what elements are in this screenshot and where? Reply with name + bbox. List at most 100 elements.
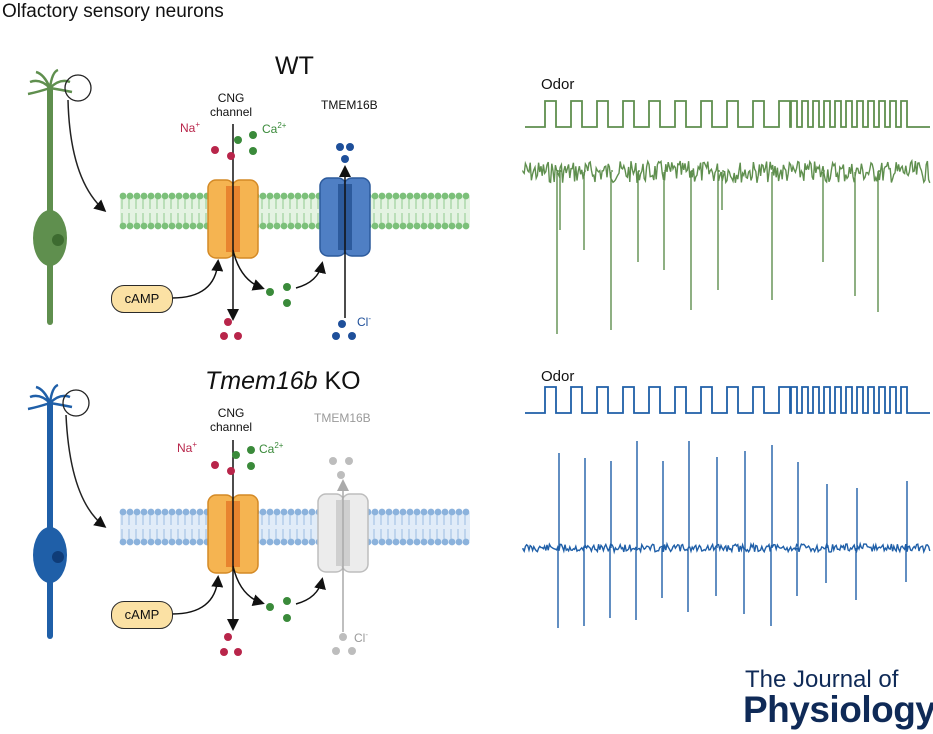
lipid-head <box>189 192 197 200</box>
lipid-head <box>462 538 470 546</box>
lipid-head <box>441 222 449 230</box>
ko-neuron <box>27 383 107 639</box>
lipid-head <box>378 508 386 516</box>
lipid-head <box>448 538 456 546</box>
lipid-head <box>420 192 428 200</box>
lipid-head <box>427 508 435 516</box>
lipid-head <box>126 192 134 200</box>
lipid-head <box>259 192 267 200</box>
lipid-head <box>287 222 295 230</box>
lipid-head <box>455 538 463 546</box>
lipid-head <box>406 222 414 230</box>
lipid-head <box>413 222 421 230</box>
lipid-head <box>273 508 281 516</box>
lipid-head <box>462 192 470 200</box>
wt-neuron <box>27 68 107 325</box>
wt-odor-label: Odor <box>541 76 575 93</box>
ko-title-gene: Tmem16b <box>205 367 318 395</box>
lipid-head <box>161 222 169 230</box>
lipid-head <box>119 192 127 200</box>
lipid-head <box>175 538 183 546</box>
lipid-head <box>371 508 379 516</box>
lipid-head <box>161 538 169 546</box>
lipid-head <box>413 508 421 516</box>
lipid-head <box>280 192 288 200</box>
lipid-head <box>420 538 428 546</box>
lipid-head <box>266 538 274 546</box>
lipid-head <box>385 508 393 516</box>
lipid-head <box>406 192 414 200</box>
ko-tmem16b-channel <box>317 479 369 632</box>
lipid-head <box>294 538 302 546</box>
lipid-head <box>280 508 288 516</box>
lipid-head <box>294 508 302 516</box>
lipid-head <box>385 192 393 200</box>
ko-cng-label-line1: CNG <box>217 406 245 420</box>
lipid-head <box>287 508 295 516</box>
lipid-head <box>266 192 274 200</box>
lipid-head <box>448 192 456 200</box>
lipid-head <box>133 192 141 200</box>
lipid-head <box>441 508 449 516</box>
lipid-head <box>406 538 414 546</box>
lipid-head <box>280 538 288 546</box>
ko-cl-label: Cl- <box>354 630 369 645</box>
lipid-head <box>182 508 190 516</box>
lipid-head <box>119 508 127 516</box>
lipid-head <box>455 192 463 200</box>
ko-camp-pill: cAMP <box>111 601 173 629</box>
ko-cng-label-line2: channel <box>210 420 253 434</box>
journal-logo-line1: The Journal of <box>745 666 899 693</box>
wt-cng-label-line1: CNG <box>217 91 245 105</box>
lipid-head <box>147 222 155 230</box>
ko-odor-trace <box>525 386 930 414</box>
lipid-head <box>154 222 162 230</box>
lipid-head <box>294 222 302 230</box>
lipid-head <box>301 538 309 546</box>
lipid-head <box>147 538 155 546</box>
lipid-head <box>147 508 155 516</box>
lipid-head <box>441 538 449 546</box>
lipid-head <box>399 222 407 230</box>
lipid-head <box>301 508 309 516</box>
lipid-head <box>126 508 134 516</box>
lipid-head <box>147 192 155 200</box>
lipid-head <box>406 508 414 516</box>
lipid-head <box>287 192 295 200</box>
ko-recording-trace <box>522 441 931 628</box>
lipid-head <box>385 538 393 546</box>
lipid-head <box>434 538 442 546</box>
lipid-head <box>301 222 309 230</box>
wt-ions <box>211 131 356 340</box>
lipid-head <box>287 538 295 546</box>
lipid-head <box>154 508 162 516</box>
lipid-head <box>378 222 386 230</box>
lipid-head <box>126 222 134 230</box>
lipid-head <box>441 192 449 200</box>
wt-tmem-label: TMEM16B <box>321 98 378 112</box>
page-title: Olfactory sensory neurons <box>2 1 224 22</box>
lipid-head <box>182 192 190 200</box>
lipid-head <box>413 538 421 546</box>
lipid-head <box>140 222 148 230</box>
lipid-head <box>462 508 470 516</box>
wt-cl-label: Cl- <box>357 314 372 329</box>
lipid-head <box>308 222 316 230</box>
lipid-head <box>119 222 127 230</box>
lipid-head <box>273 538 281 546</box>
wt-recording-trace <box>522 158 931 334</box>
lipid-head <box>308 508 316 516</box>
lipid-head <box>154 538 162 546</box>
ko-na-label: Na+ <box>177 440 198 455</box>
lipid-head <box>392 508 400 516</box>
wt-tmem16b-channel <box>319 165 371 318</box>
lipid-head <box>175 222 183 230</box>
lipid-head <box>294 192 302 200</box>
lipid-head <box>133 508 141 516</box>
ko-tmem-label: TMEM16B <box>314 411 371 425</box>
ko-odor-label: Odor <box>541 368 575 385</box>
lipid-head <box>259 538 267 546</box>
lipid-head <box>140 508 148 516</box>
